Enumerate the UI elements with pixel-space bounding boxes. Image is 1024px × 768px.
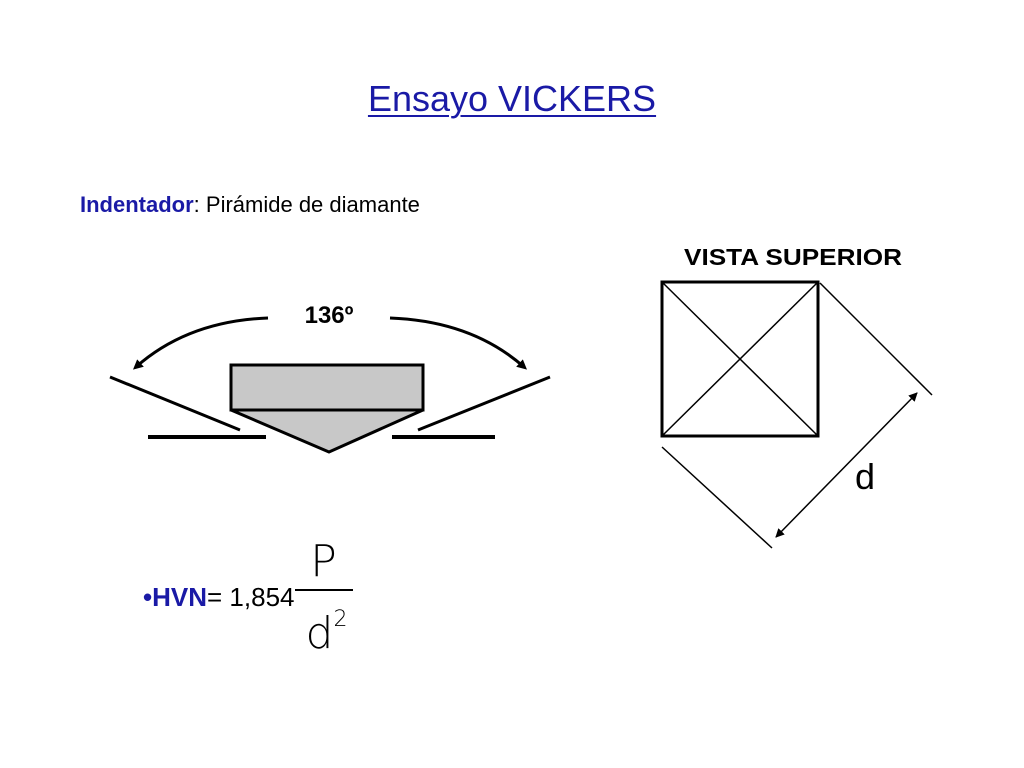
- hvn-fraction: P d2: [294, 535, 353, 658]
- face-line-right: [417, 375, 551, 432]
- impression-diagonal-2: [661, 281, 819, 437]
- bullet: •: [143, 582, 153, 612]
- denominator-exponent: 2: [333, 606, 348, 632]
- angle-arc-right: [389, 316, 527, 370]
- impression-square: [660, 280, 820, 438]
- indentador-description: Pirámide de diamante: [205, 192, 420, 217]
- slide-title[interactable]: Ensayo VICKERS: [367, 78, 657, 119]
- hvn-label: HVN: [152, 582, 208, 612]
- indenter-body: [229, 363, 425, 412]
- extension-line-lower: [661, 446, 773, 549]
- indentador-line: Indentador: Pirámide de diamante: [80, 192, 420, 218]
- view-label: VISTA SUPERIOR: [684, 244, 902, 270]
- fraction-bar: [294, 588, 353, 591]
- top-view-diagram: VISTA SUPERIOR d: [660, 244, 933, 549]
- fraction-numerator: P: [310, 535, 337, 587]
- dimension-label-d: d: [855, 456, 875, 497]
- extension-line-upper: [819, 282, 933, 396]
- indentador-separator: :: [193, 192, 206, 217]
- denominator-base: d: [305, 607, 334, 659]
- hvn-formula: • HVN = 1,854 P d2: [143, 535, 353, 658]
- indenter-tip: [230, 408, 424, 454]
- angle-label: 136º: [305, 302, 354, 329]
- angle-arc-left: [133, 316, 269, 370]
- hvn-constant: = 1,854: [207, 582, 295, 612]
- indenter-side-view-diagram: 136º: [109, 302, 551, 454]
- face-line-left: [109, 375, 241, 432]
- fraction-denominator: d2: [300, 596, 348, 658]
- dimension-line-d: [775, 392, 918, 538]
- indentador-term: Indentador: [80, 192, 194, 217]
